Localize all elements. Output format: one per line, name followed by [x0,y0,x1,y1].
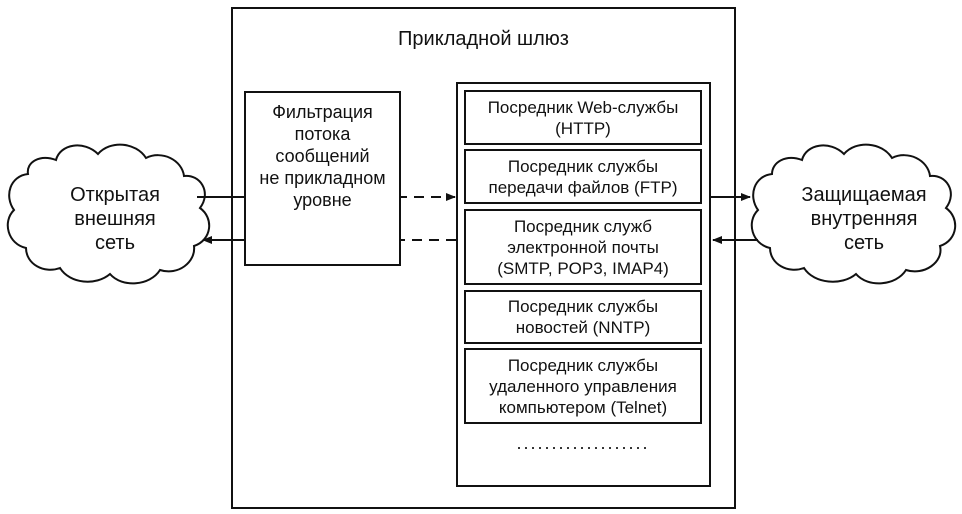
proxy-mail-label: Посредник служб электронной почты (SMTP,… [497,216,669,278]
external-network-label: Открытая внешняя сеть [70,184,160,254]
internal-network-label: Защищаемая внутренняя сеть [801,184,927,254]
packet-filter-label: Фильтрация потока сообщений не прикладно… [259,102,386,210]
application-gateway-box [231,7,736,509]
proxy-nntp-label: Посредник службы новостей (NNTP) [507,297,659,337]
proxy-stack [456,82,711,487]
internal-network-cloud [750,143,956,285]
proxy-http-label: Посредник Web-службы (HTTP) [487,97,679,138]
external-network-cloud [6,143,210,285]
proxy-telnet: Посредник службы удаленного управления к… [464,348,702,424]
proxy-http: Посредник Web-службы (HTTP) [464,90,702,145]
proxy-nntp: Посредник службы новостей (NNTP) [464,290,702,344]
gateway-title: Прикладной шлюз [398,28,569,50]
proxy-ftp-label: Посредник службы передачи файлов (FTP) [488,156,678,197]
proxy-mail: Посредник служб электронной почты (SMTP,… [464,209,702,285]
more-proxies-ellipsis: ................... [516,433,650,453]
proxy-telnet-label: Посредник службы удаленного управления к… [489,355,677,417]
proxy-ftp: Посредник службы передачи файлов (FTP) [464,149,702,204]
packet-filter-box: Фильтрация потока сообщений не прикладно… [244,91,401,266]
